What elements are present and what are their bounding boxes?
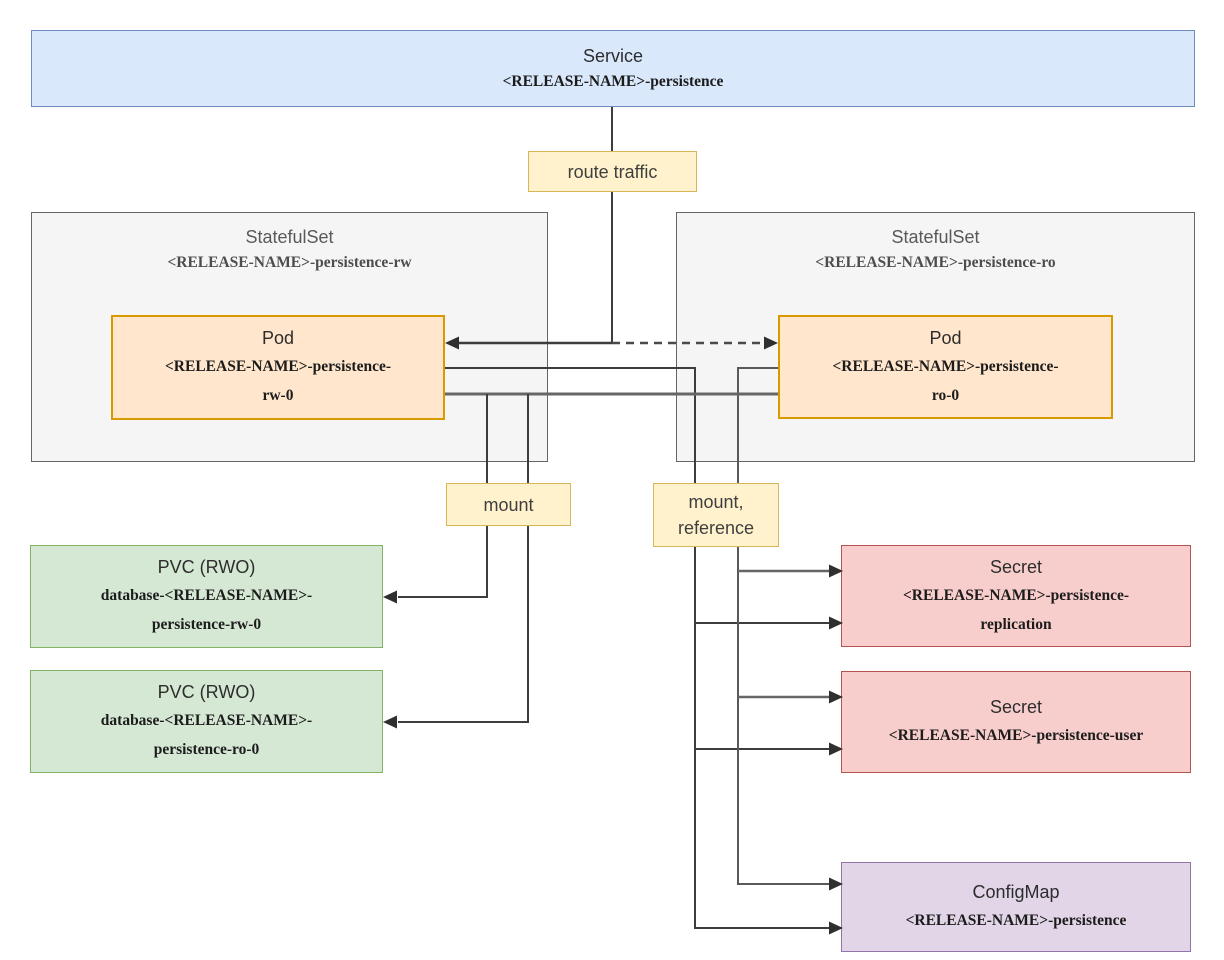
route-traffic-label: route traffic [528,151,697,192]
pvc-ro-node: PVC (RWO) database-<RELEASE-NAME>- persi… [30,670,383,773]
configmap-node: ConfigMap <RELEASE-NAME>-persistence [841,862,1191,952]
configmap-resource-name: <RELEASE-NAME>-persistence [905,912,1127,929]
arrowhead-pvc-ro [383,715,397,729]
mount-reference-label: mount, reference [653,483,779,547]
pod-rw-node: Pod <RELEASE-NAME>-persistence- rw-0 [111,315,445,420]
pvc-rw-resource-name: database-<RELEASE-NAME>- persistence-rw-… [100,587,313,633]
secret-replication-resource-name: <RELEASE-NAME>-persistence- replication [902,586,1130,633]
pvc-ro-type-label: PVC (RWO) [157,682,256,702]
statefulset-rw-resource-name: <RELEASE-NAME>-persistence-rw [167,254,412,271]
secret-replication-node: Secret <RELEASE-NAME>-persistence- repli… [841,545,1191,647]
service-resource-name: <RELEASE-NAME>-persistence [502,73,724,90]
arrowhead-pvc-rw [383,590,397,604]
secret-user-type-label: Secret [989,697,1043,717]
configmap-type-label: ConfigMap [972,882,1060,902]
mount-label: mount [446,483,571,526]
statefulset-ro-resource-name: <RELEASE-NAME>-persistence-ro [815,254,1056,271]
secret-user-node: Secret <RELEASE-NAME>-persistence-user [841,671,1191,773]
service-type-label: Service [582,46,644,66]
secret-user-resource-name: <RELEASE-NAME>-persistence-user [888,727,1144,744]
pod-ro-resource-name: <RELEASE-NAME>-persistence- ro-0 [832,357,1059,404]
pvc-ro-resource-name: database-<RELEASE-NAME>- persistence-ro-… [100,712,313,758]
secret-replication-type-label: Secret [989,556,1043,577]
statefulset-rw-type-label: StatefulSet [245,227,334,247]
pod-ro-node: Pod <RELEASE-NAME>-persistence- ro-0 [778,315,1113,419]
pvc-rw-node: PVC (RWO) database-<RELEASE-NAME>- persi… [30,545,383,648]
pod-ro-type-label: Pod [929,327,962,348]
service-node: Service <RELEASE-NAME>-persistence [31,30,1195,107]
pvc-rw-type-label: PVC (RWO) [157,557,256,577]
pod-rw-type-label: Pod [261,328,295,348]
pod-rw-resource-name: <RELEASE-NAME>-persistence- rw-0 [164,358,392,404]
statefulset-ro-type-label: StatefulSet [891,227,980,247]
